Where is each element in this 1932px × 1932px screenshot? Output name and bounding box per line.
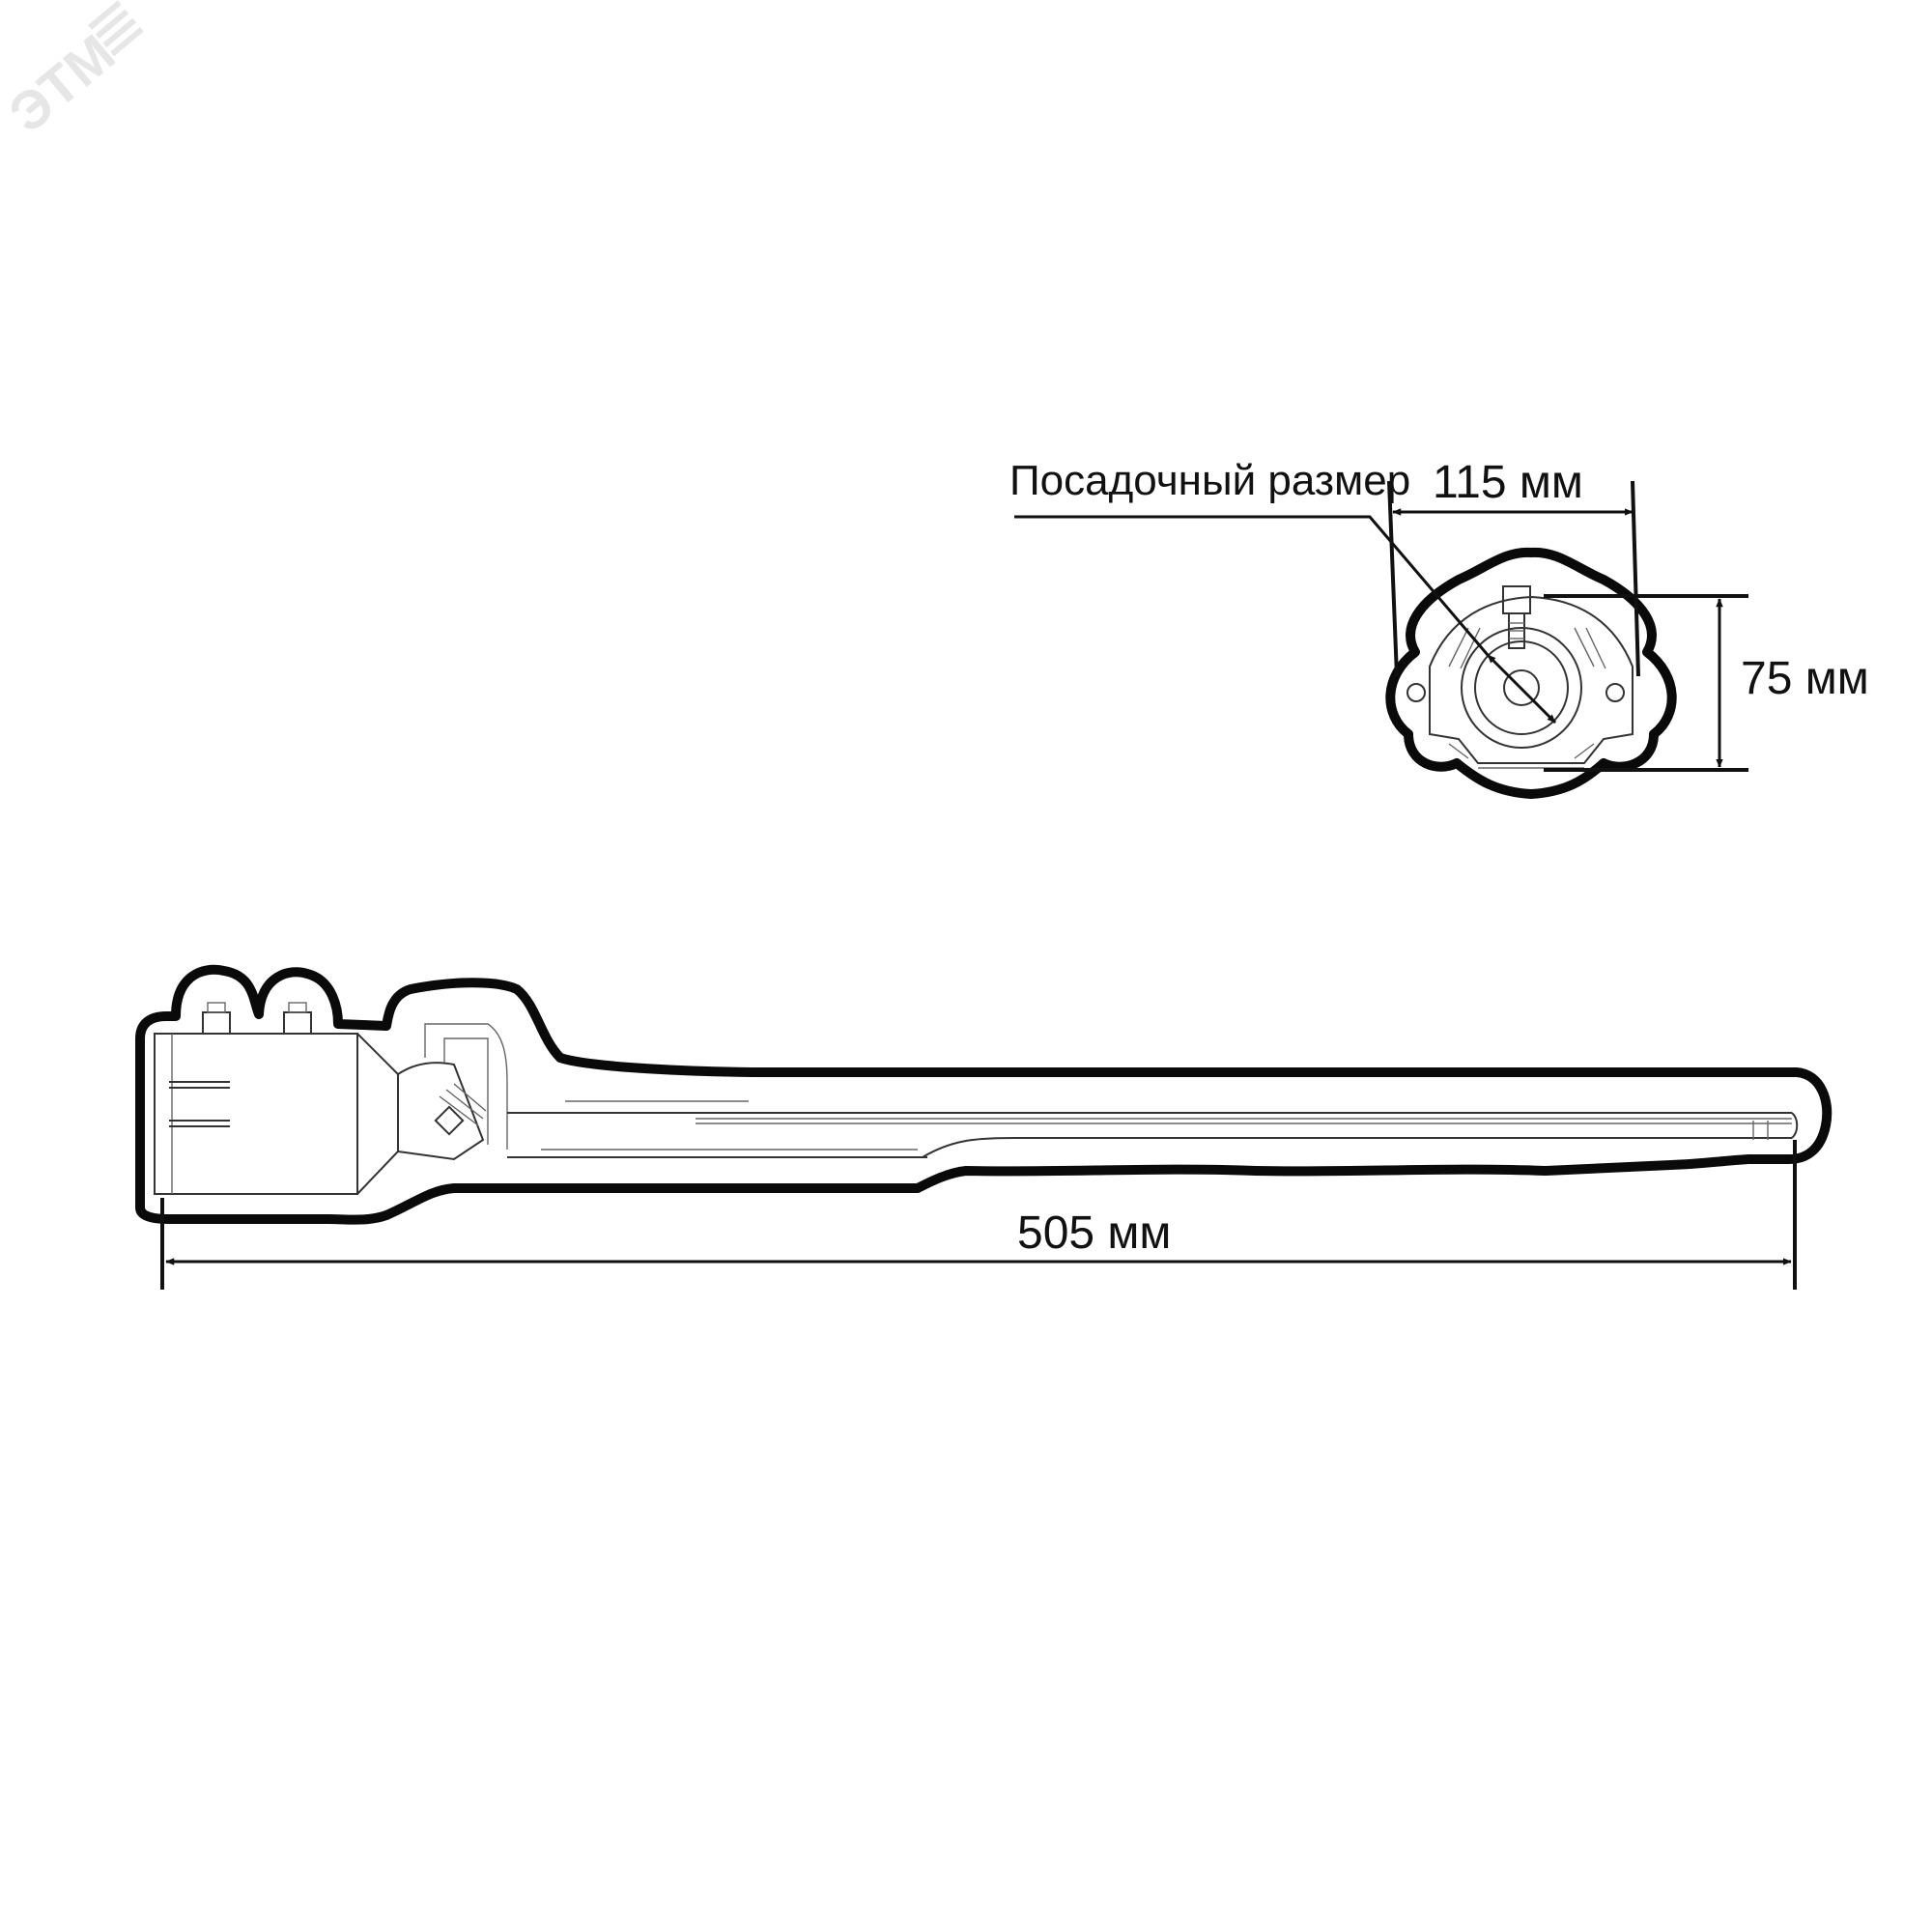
bolt-left-icon — [202, 1011, 231, 1035]
label-leader-line — [1014, 515, 1490, 656]
clamp-middle-circle — [1474, 640, 1569, 735]
clamp-outer-circle — [1461, 627, 1582, 749]
mount-bracket — [397, 1062, 485, 1161]
side-view-outline — [135, 964, 1833, 1225]
top-view: Посадочный размер 115 мм 75 мм — [1009, 457, 1869, 799]
top-view-outline — [1385, 547, 1677, 799]
driver-box — [154, 1033, 358, 1195]
left-mount-hole-icon — [1406, 683, 1426, 702]
height-dimension-value: 75 мм — [1741, 653, 1869, 704]
neck-taper — [356, 1033, 399, 1195]
width-extension-left — [1387, 480, 1399, 677]
diameter-dimension-line — [1486, 653, 1557, 724]
tilt-knob-icon — [434, 1105, 465, 1136]
watermark-stripes-icon — [88, 0, 144, 57]
length-dimension-value: 505 мм — [1017, 1208, 1171, 1259]
top-view-housing — [1429, 595, 1634, 764]
side-view: 505 мм — [135, 964, 1833, 1290]
watermark-logo: ЭТМ — [0, 0, 144, 144]
mounting-size-label: Посадочный размер — [1009, 457, 1410, 504]
bolt-right-icon — [283, 1011, 312, 1035]
right-mount-hole-icon — [1605, 683, 1625, 702]
width-extension-right — [1631, 480, 1640, 677]
width-dimension-value: 115 мм — [1433, 457, 1583, 508]
